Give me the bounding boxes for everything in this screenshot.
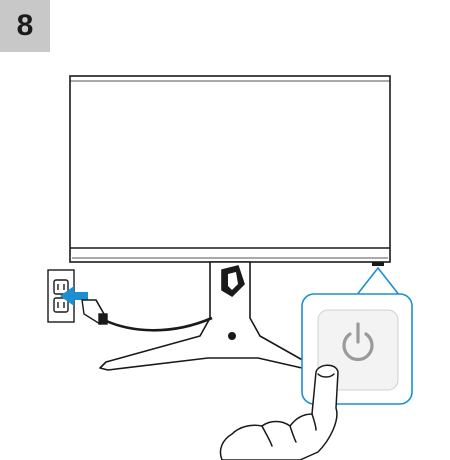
- monitor-power-button: [372, 262, 384, 266]
- power-plug-icon: [81, 299, 108, 326]
- power-cable: [103, 316, 213, 332]
- step-number: 8: [16, 9, 34, 42]
- power-icon: [342, 322, 374, 362]
- pointing-finger-icon: [219, 364, 339, 460]
- monitor-icon: [69, 75, 391, 263]
- monitor-stand: [99, 261, 307, 371]
- insert-arrow: [60, 286, 88, 306]
- callout-pointer: [355, 267, 401, 297]
- step-badge: 8: [0, 0, 50, 52]
